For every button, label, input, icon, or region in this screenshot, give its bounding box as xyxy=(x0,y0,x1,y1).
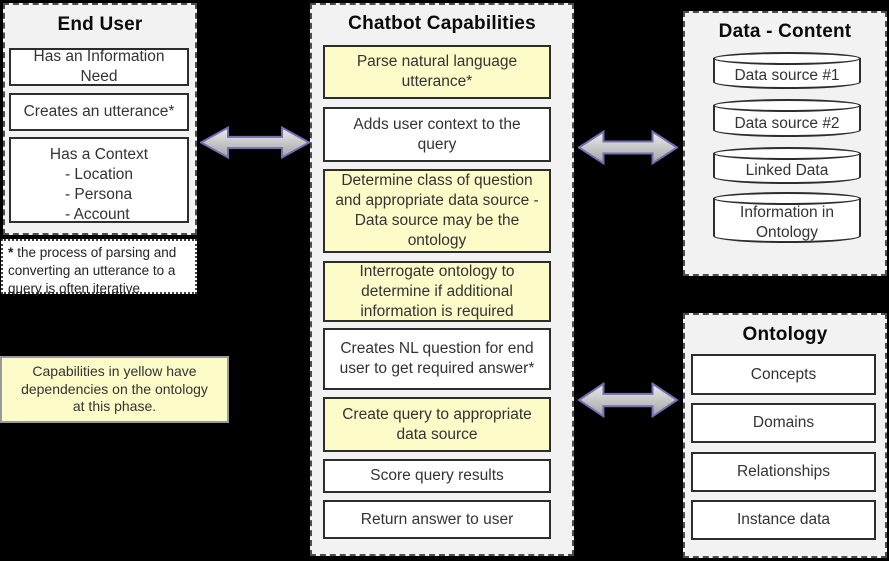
ontology-domains: Domains xyxy=(691,403,876,443)
capability-parse-utterance: Parse natural language utterance* xyxy=(323,45,551,99)
end-user-box-creates-utterance: Creates an utterance* xyxy=(9,93,189,131)
end-user-panel: End User Has an Information Need Creates… xyxy=(3,3,197,235)
database-cylinder-icon: Data source #2 xyxy=(713,99,861,137)
footnote-text: the process of parsing and converting an… xyxy=(8,245,177,296)
context-item-account: - Account xyxy=(64,206,130,223)
end-user-box-information-need: Has an Information Need xyxy=(9,48,189,86)
capability-determine-question-class: Determine class of question and appropri… xyxy=(323,169,551,253)
capability-interrogate-ontology: Interrogate ontology to determine if add… xyxy=(323,261,551,322)
context-item-location: - Location xyxy=(64,166,134,183)
database-cylinder-icon: Information in Ontology xyxy=(713,192,861,243)
context-title: Has a Context xyxy=(49,146,149,163)
cylinder-top-icon xyxy=(713,147,861,160)
capability-create-query: Create query to appropriate data source xyxy=(323,397,551,452)
cylinder-top-icon xyxy=(713,99,861,112)
ontology-title: Ontology xyxy=(742,324,828,345)
database-cylinder-icon: Data source #1 xyxy=(713,52,861,89)
capability-return-answer: Return answer to user xyxy=(323,500,551,539)
chatbot-capabilities-panel: Chatbot Capabilities Parse natural langu… xyxy=(310,3,574,556)
end-user-title: End User xyxy=(57,14,143,35)
context-item-persona: - Persona xyxy=(64,186,133,203)
footnote-asterisk: * xyxy=(8,244,14,260)
ontology-relationships: Relationships xyxy=(691,452,876,492)
double-headed-arrow-icon xyxy=(578,382,678,418)
capability-add-user-context: Adds user context to the query xyxy=(323,107,551,162)
chatbot-capabilities-title: Chatbot Capabilities xyxy=(348,13,536,34)
ontology-panel: Ontology Concepts Domains Relationships … xyxy=(683,313,887,558)
cylinder-top-icon xyxy=(713,192,861,205)
ontology-concepts: Concepts xyxy=(691,354,876,395)
double-headed-arrow-icon xyxy=(200,126,310,159)
legend-text: Capabilities in yellow have dependencies… xyxy=(21,363,208,415)
footnote-note: * the process of parsing and converting … xyxy=(1,239,197,296)
cylinder-top-icon xyxy=(713,52,861,65)
database-cylinder-icon: Linked Data xyxy=(713,147,861,184)
information-in-ontology: Information in Ontology xyxy=(713,198,861,243)
capability-create-nl-question: Creates NL question for end user to get … xyxy=(323,328,551,390)
data-content-title: Data - Content xyxy=(718,21,852,42)
double-headed-arrow-icon xyxy=(578,130,678,165)
data-content-panel: Data - Content Data source #1 Data sourc… xyxy=(683,11,887,276)
end-user-box-context: Has a Context - Location - Persona - Acc… xyxy=(9,137,189,223)
capability-score-results: Score query results xyxy=(323,459,551,493)
ontology-instance-data: Instance data xyxy=(691,500,876,540)
legend-note: Capabilities in yellow have dependencies… xyxy=(0,356,229,423)
context-list: - Location - Persona - Account xyxy=(65,165,133,225)
